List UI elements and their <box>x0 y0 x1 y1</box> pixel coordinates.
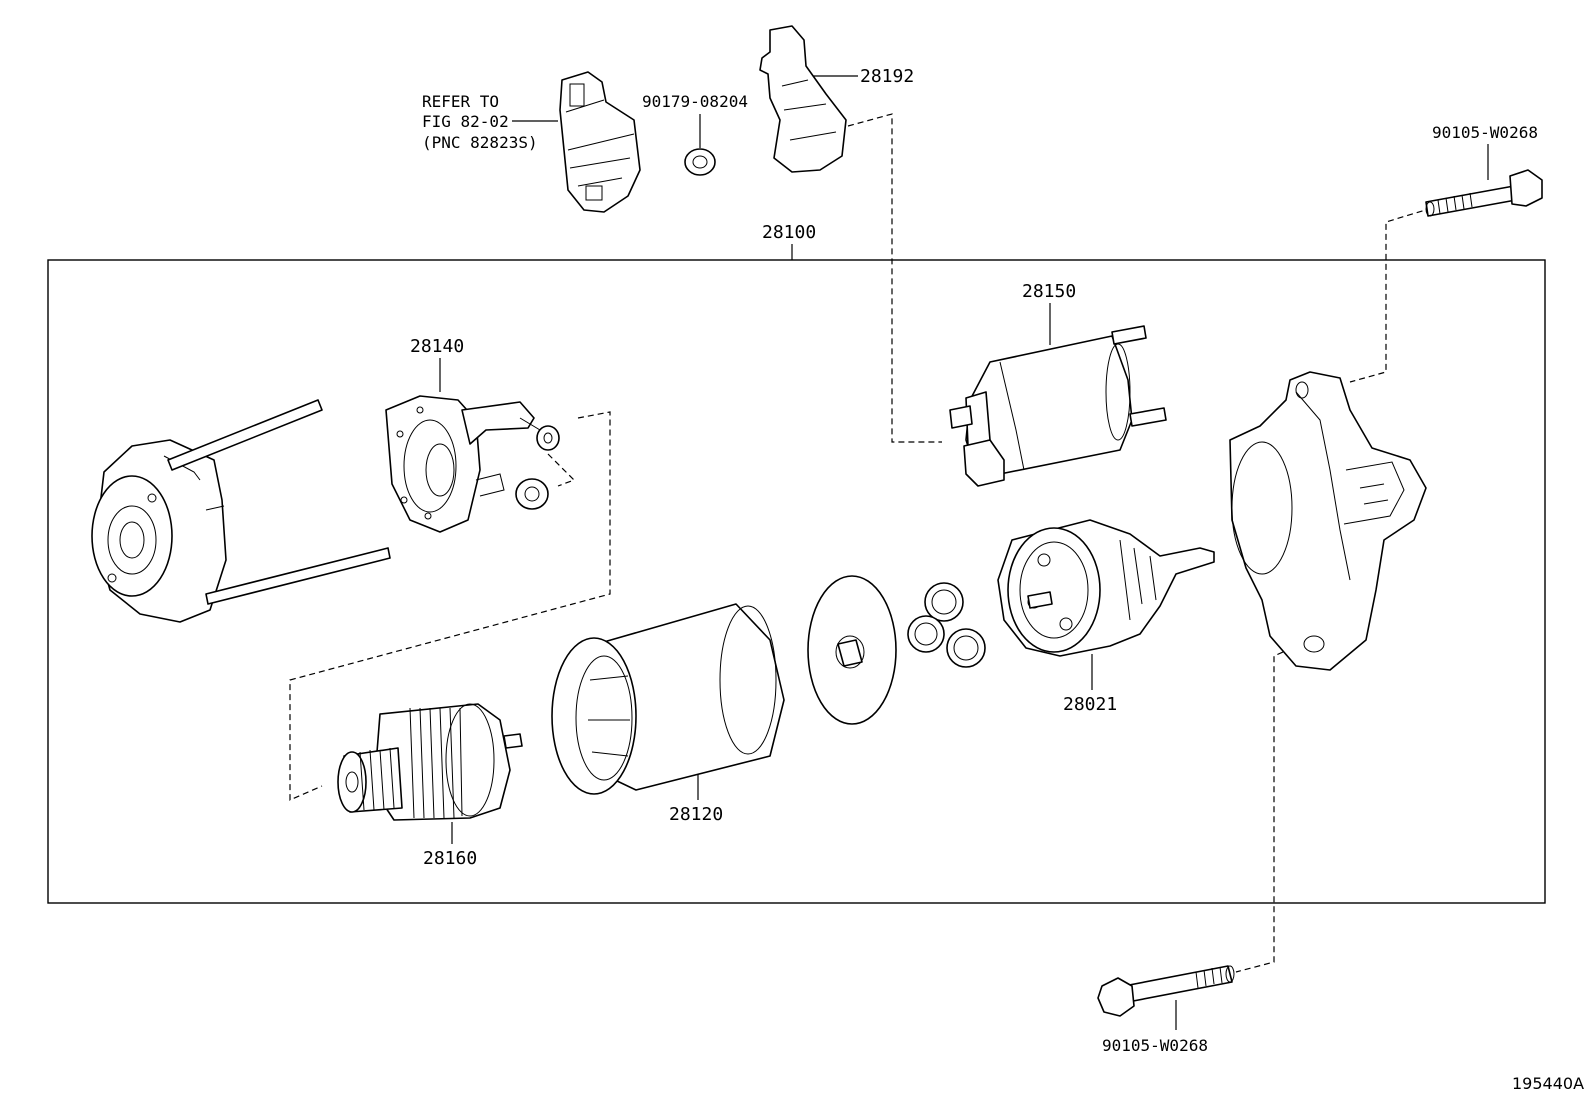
svg-text:90179-08204: 90179-08204 <box>642 92 748 111</box>
figure-id: 195440A <box>1512 1074 1584 1093</box>
svg-text:28140: 28140 <box>410 336 464 357</box>
label-90105-top: 90105-W0268 <box>1432 123 1538 180</box>
guide-brush-yoke <box>289 411 611 801</box>
end-frame <box>91 399 391 623</box>
bolt-top <box>1425 169 1543 217</box>
svg-text:90105-W0268: 90105-W0268 <box>1432 123 1538 142</box>
nut-90179 <box>684 148 716 176</box>
yoke-28120 <box>551 603 785 795</box>
nut-brush <box>515 478 549 510</box>
label-refer-to: REFER TO FIG 82-02 (PNC 82823S) <box>422 92 558 152</box>
guide-nut-brush <box>547 453 576 487</box>
svg-text:28160: 28160 <box>423 848 477 869</box>
guide-bolt-top <box>1349 207 1433 383</box>
label-28160: 28160 <box>423 822 477 869</box>
guide-28192-solenoid <box>847 113 942 443</box>
label-28140: 28140 <box>410 336 464 392</box>
svg-text:90105-W0268: 90105-W0268 <box>1102 1036 1208 1055</box>
svg-text:28100: 28100 <box>762 222 816 243</box>
label-90179-08204: 90179-08204 <box>642 92 748 148</box>
svg-text:REFER TO: REFER TO <box>422 92 499 111</box>
label-28150: 28150 <box>1022 281 1076 345</box>
bolt-bottom <box>1097 965 1235 1017</box>
clutch-28021 <box>997 519 1215 657</box>
planetary-gears <box>907 582 986 668</box>
label-28192: 28192 <box>812 66 914 87</box>
drive-housing <box>1229 371 1427 671</box>
label-90105-bottom: 90105-W0268 <box>1102 1000 1208 1055</box>
svg-text:FIG 82-02: FIG 82-02 <box>422 112 509 131</box>
svg-text:28192: 28192 <box>860 66 914 87</box>
svg-text:28150: 28150 <box>1022 281 1076 302</box>
connector-part <box>559 71 641 213</box>
assembly-box-28100 <box>47 259 1546 904</box>
svg-text:(PNC 82823S): (PNC 82823S) <box>422 133 538 152</box>
armature-28160 <box>337 703 523 821</box>
label-28021: 28021 <box>1063 654 1117 715</box>
guide-bolt-bottom <box>1235 647 1293 973</box>
svg-text:28120: 28120 <box>669 804 723 825</box>
svg-text:28021: 28021 <box>1063 694 1117 715</box>
brush-holder-28140 <box>385 395 560 533</box>
label-28100: 28100 <box>762 222 816 260</box>
solenoid-28150 <box>949 325 1167 487</box>
plate-washer <box>807 575 897 725</box>
insulator-28192 <box>759 25 847 173</box>
